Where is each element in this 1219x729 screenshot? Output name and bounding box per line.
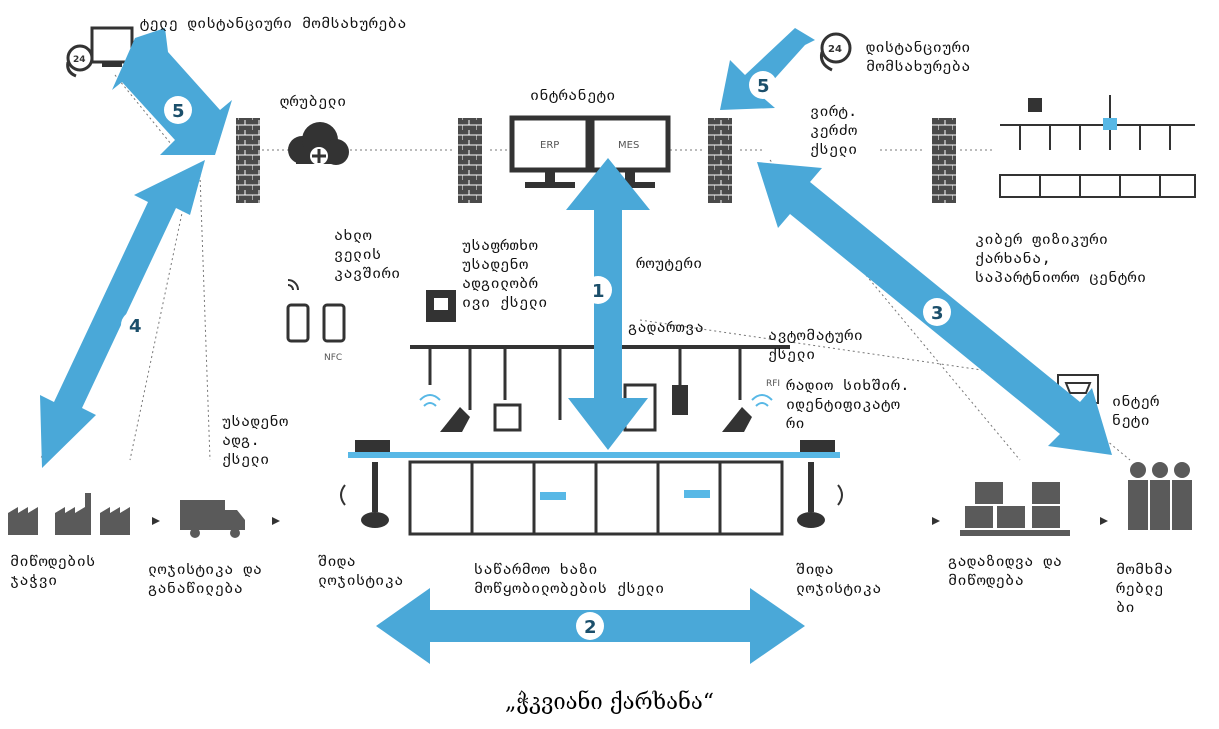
firewall-4 — [932, 118, 956, 203]
label-switching: გადართვა — [628, 318, 705, 336]
svg-text:24: 24 — [828, 44, 842, 55]
label-consumers: მომხმა რებლე ბი — [1116, 560, 1174, 616]
label-production-net: საწარმოო ხაზი მოწყობილობების ქსელი — [474, 560, 665, 597]
label-virtual-network: ვირტ. კერძო ქსელი — [810, 102, 858, 158]
flow-chevrons — [152, 517, 1108, 525]
label-secure-wireless: უსაფრთხო უსადენო ადგილობრ ივი ქსელი — [462, 236, 548, 311]
label-near-field: ახლო ველის კავშირი — [334, 226, 401, 282]
arrow-5-right — [720, 28, 815, 110]
erp-label: ERP — [540, 140, 559, 151]
number-5-right: 5 — [757, 76, 770, 97]
firewall-3 — [708, 118, 732, 203]
rfi-label: RFI — [766, 379, 780, 389]
cyber-factory-screen — [1028, 98, 1042, 112]
mes-label: MES — [618, 140, 639, 151]
teleservice-icon: 24 — [66, 26, 134, 78]
label-tele-service: ტელე დისტანციური მომსახურება — [140, 14, 407, 32]
arrow-4 — [40, 160, 205, 468]
label-wireless-net: უსადენო ადგ. ქსელი — [222, 412, 289, 468]
pallet-boxes-icon — [960, 482, 1070, 536]
erp-monitor — [509, 115, 591, 188]
number-4: 4 — [129, 316, 142, 337]
factory-icons — [8, 493, 130, 535]
lock-icon — [426, 290, 456, 322]
arrow-5-left — [112, 28, 232, 155]
number-1: 1 — [592, 281, 605, 302]
figure-caption: „ჭკვიანი ქარხანა“ — [505, 690, 714, 715]
smart-factory-diagram: ERP MES 24 24 NFC — [8, 26, 1196, 664]
label-intranet: ინტრანეტი — [530, 86, 616, 104]
number-3: 3 — [931, 303, 944, 324]
label-inner-logistics-right: შიდა ლოჯისტიკა — [796, 560, 882, 597]
consumers-icon — [1128, 462, 1192, 530]
truck-icon — [180, 500, 245, 538]
number-5-left: 5 — [172, 101, 185, 122]
cloud-icon — [288, 122, 349, 165]
label-rfid: რადიო სიხშირ. იდენტიფიკატო რი — [786, 376, 910, 432]
svg-text:24: 24 — [73, 55, 86, 65]
label-supply-chain: მიწოდების ჯაჭვი — [10, 552, 96, 589]
firewall-2 — [458, 118, 482, 203]
cyber-factory-icon — [999, 95, 1196, 198]
nfc-label: NFC — [324, 353, 342, 363]
number-markers: 1 2 3 4 5 5 — [121, 71, 951, 640]
label-delivery: გადაზიდვა და მიწოდება — [948, 552, 1063, 589]
label-logistics: ლოჯისტიკა და განაწილება — [148, 560, 263, 597]
mes-monitor — [589, 115, 671, 188]
number-2: 2 — [584, 617, 597, 638]
label-group: ღრუბელი — [280, 92, 347, 110]
cyber-factory-accent — [1103, 118, 1117, 130]
remote-service-icon: 24 — [820, 32, 852, 72]
phones-icon — [286, 279, 346, 343]
arrow-1 — [566, 158, 650, 450]
label-internet: ინტერ ნეტი — [1112, 392, 1160, 429]
label-inner-logistics-left: შიდა ლოჯისტიკა — [318, 552, 404, 589]
label-remote-service: დისტანციური მომსახურება — [866, 38, 971, 75]
label-router: როუტერი — [636, 254, 703, 272]
firewall-1 — [236, 118, 260, 203]
label-automation-net: ავტომატური ქსელი — [768, 326, 864, 363]
production-line — [340, 345, 843, 536]
label-cyber-factory: კიბერ ფიზიკური ქარხანა, საპარტნიორო ცენტ… — [975, 230, 1147, 286]
